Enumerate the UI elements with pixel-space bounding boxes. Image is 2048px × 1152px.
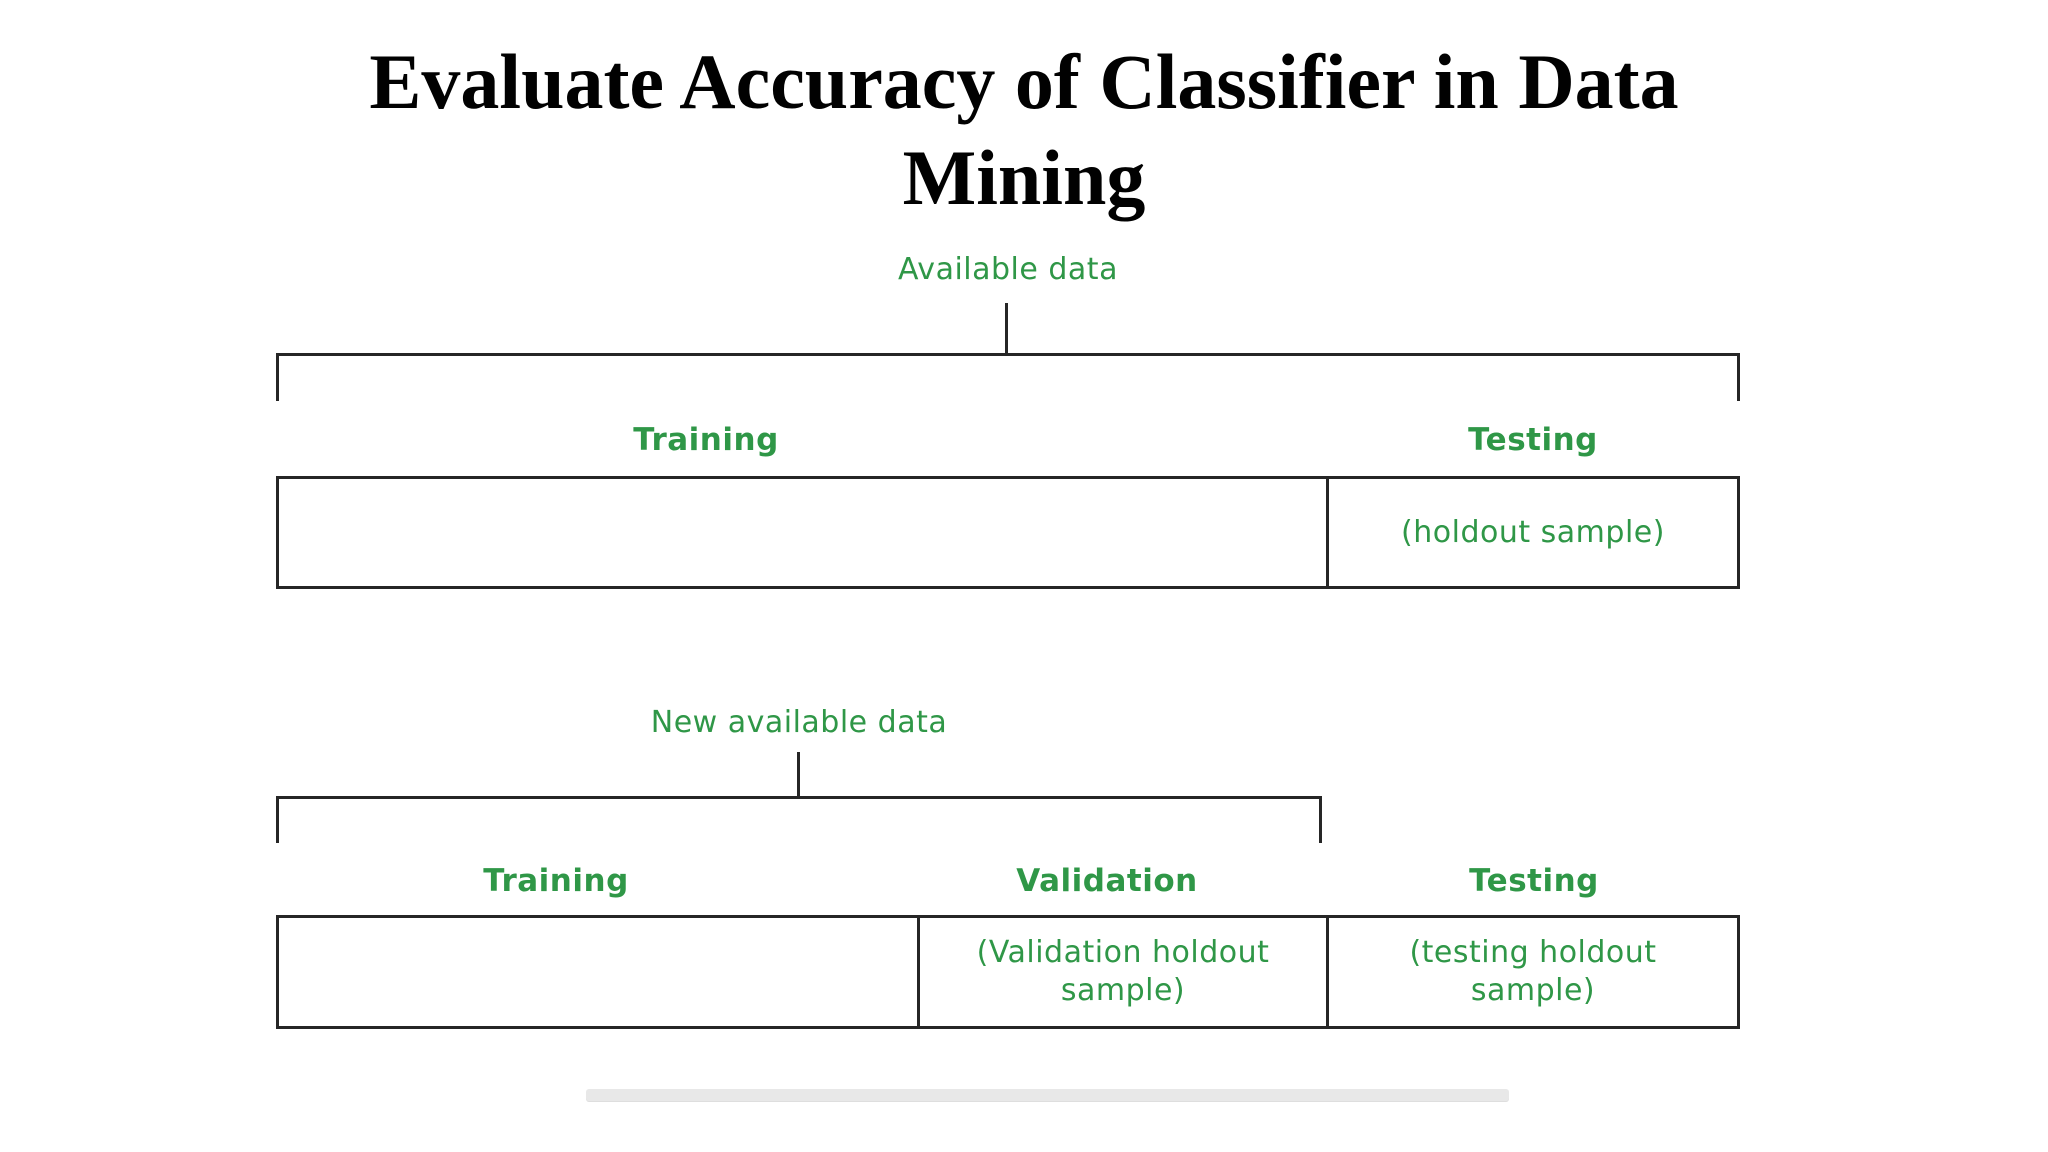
diagram2-validation-note: (Validation holdout sample) <box>976 935 1270 1008</box>
diagram1-label-training: Training <box>633 422 779 458</box>
diagram2-bracket <box>276 796 1322 843</box>
diagram2-label-testing: Testing <box>1469 863 1599 899</box>
diagram1-partition-box: (holdout sample) <box>276 476 1740 589</box>
diagram1-testing-note: (holdout sample) <box>1401 514 1665 550</box>
diagram1-testing-cell: (holdout sample) <box>1329 479 1737 586</box>
diagram1-bracket <box>276 353 1740 401</box>
diagram2-connector-line <box>797 752 800 796</box>
diagram2-partition-box: (Validation holdout sample) (testing hol… <box>276 915 1740 1029</box>
diagram2-testing-note: (testing holdout sample) <box>1409 935 1657 1008</box>
diagram2-testing-cell: (testing holdout sample) <box>1329 918 1737 1026</box>
diagram2-label-training: Training <box>483 863 629 899</box>
page-title-text: Evaluate Accuracy of Classifier in Data … <box>369 38 1679 221</box>
page-title: Evaluate Accuracy of Classifier in Data … <box>0 34 2048 226</box>
diagram1-source-label: Available data <box>898 252 1118 287</box>
diagram2-label-validation: Validation <box>1016 863 1198 899</box>
diagram1-label-testing: Testing <box>1468 422 1598 458</box>
diagram2-training-cell <box>279 918 920 1026</box>
diagram2-source-label: New available data <box>650 705 948 740</box>
diagram1-training-cell <box>279 479 1329 586</box>
bottom-progress-bar[interactable] <box>586 1089 1509 1101</box>
diagram1-connector-line <box>1005 303 1008 353</box>
diagram2-validation-cell: (Validation holdout sample) <box>920 918 1329 1026</box>
